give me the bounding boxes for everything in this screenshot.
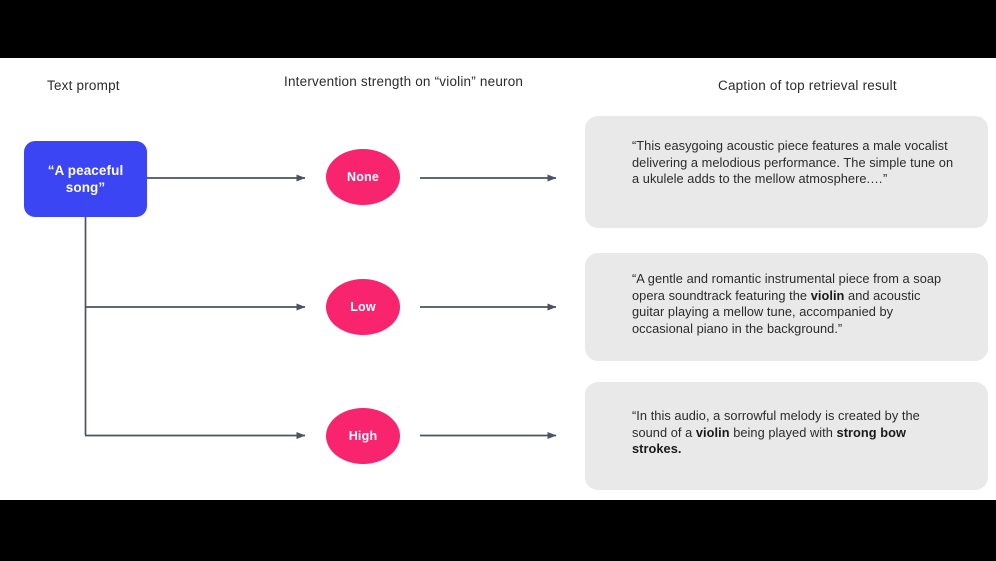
text-prompt-node: “A peaceful song” bbox=[24, 141, 147, 217]
strength-node-low: Low bbox=[326, 279, 400, 335]
flow-connectors bbox=[84, 174, 557, 439]
caption-card-high: “In this audio, a sorrowful melody is cr… bbox=[585, 382, 988, 490]
caption-text-low: “A gentle and romantic instrumental piec… bbox=[632, 271, 942, 336]
letterbox-top bbox=[0, 0, 996, 58]
caption-text-none: “This easygoing acoustic piece features … bbox=[632, 138, 954, 187]
strength-node-none: None bbox=[326, 149, 400, 205]
column-header-text-prompt: Text prompt bbox=[47, 78, 120, 93]
caption-card-low: “A gentle and romantic instrumental piec… bbox=[585, 253, 988, 361]
column-header-caption: Caption of top retrieval result bbox=[718, 78, 897, 93]
caption-card-none: “This easygoing acoustic piece features … bbox=[585, 116, 988, 228]
strength-node-high: High bbox=[326, 408, 400, 464]
column-header-intervention-strength: Intervention strength on “violin” neuron bbox=[284, 74, 524, 89]
slide-canvas: Text prompt Intervention strength on “vi… bbox=[0, 58, 996, 500]
caption-text-high: “In this audio, a sorrowful melody is cr… bbox=[632, 408, 920, 457]
letterbox-bottom bbox=[0, 500, 996, 561]
